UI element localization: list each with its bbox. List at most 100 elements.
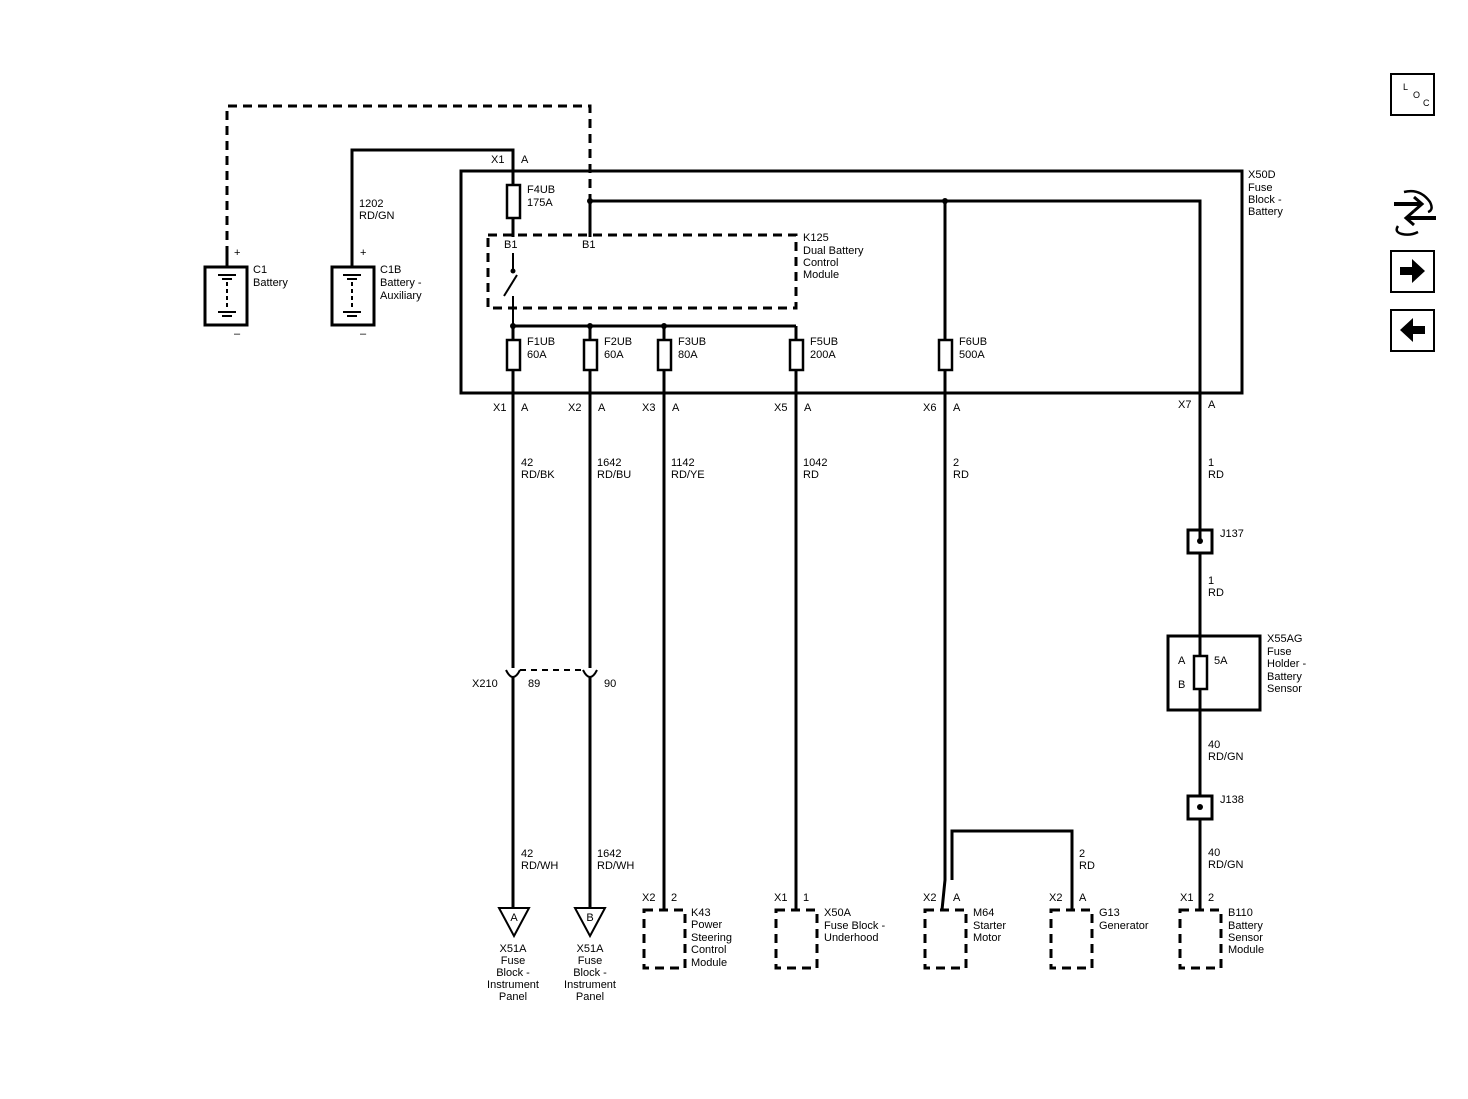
k43-label-2: Steering bbox=[691, 932, 732, 944]
component-m64: X2 A M64 Starter Motor bbox=[923, 892, 1006, 970]
battery-c1b: + – C1B Battery - Auxiliary 1202 RD/GN bbox=[330, 148, 515, 340]
x55ag-id: X55AG bbox=[1267, 633, 1302, 645]
fuse-f6ub-id: F6UB bbox=[959, 336, 987, 348]
fuse-f5ub-rating: 200A bbox=[810, 349, 836, 361]
module-k125 bbox=[486, 233, 798, 310]
k125-pin-2: B1 bbox=[582, 239, 595, 251]
j137-circuit: 1 bbox=[1208, 575, 1214, 587]
x51a-b-label-1: Fuse bbox=[578, 955, 602, 967]
b110-label-2: Sensor bbox=[1228, 932, 1263, 944]
x51a-a-label-2: Block - bbox=[496, 967, 530, 979]
x51a-a-id: X51A bbox=[500, 943, 528, 955]
out-x2-conn: X2 bbox=[568, 402, 581, 414]
b110-id: B110 bbox=[1228, 907, 1253, 919]
k125-label-3: Module bbox=[803, 269, 839, 281]
fuse-f6ub-rating: 500A bbox=[959, 349, 985, 361]
component-b110: X1 2 B110 Battery Sensor Module bbox=[1178, 892, 1264, 970]
fuse-f4ub bbox=[505, 183, 522, 220]
x51a-b-label-3: Instrument bbox=[564, 979, 616, 991]
wire-1-circuit: 1 bbox=[1208, 457, 1214, 469]
x210-id: X210 bbox=[472, 678, 498, 690]
k43-id: K43 bbox=[691, 907, 711, 919]
wire-1642-color: RD/BU bbox=[597, 469, 631, 481]
x50a-pin: 1 bbox=[803, 892, 809, 904]
component-x51a-a: A X51A Fuse Block - Instrument Panel bbox=[487, 907, 539, 1003]
x50a-id: X50A bbox=[824, 907, 852, 919]
x51a-b-id: X51A bbox=[577, 943, 605, 955]
x50a-conn: X1 bbox=[774, 892, 787, 904]
wire-1142-circuit: 1142 bbox=[671, 457, 695, 469]
b110-label-3: Module bbox=[1228, 944, 1264, 956]
battery-c1-label: Battery bbox=[253, 277, 288, 289]
x55ag-label-3: Battery bbox=[1267, 671, 1302, 683]
output-wires: X1 A X2 A X3 A X5 A X6 A X7 A 42 RD/BK 1… bbox=[493, 370, 1224, 911]
wire-42-color: RD/BK bbox=[521, 469, 555, 481]
fuse-block-label-3: Battery bbox=[1248, 206, 1283, 218]
fuse-f3ub-id: F3UB bbox=[678, 336, 706, 348]
j138-circuit: 40 bbox=[1208, 847, 1220, 859]
out-x2-pin: A bbox=[598, 402, 606, 414]
loc-letter-c: C bbox=[1423, 98, 1430, 108]
previous-page-button[interactable] bbox=[1390, 309, 1435, 352]
k125-label-1: Dual Battery bbox=[803, 245, 864, 257]
out-x7-pin: A bbox=[1208, 399, 1216, 411]
fuse-f4ub-id: F4UB bbox=[527, 184, 555, 196]
fuse-block-id: X50D bbox=[1248, 169, 1276, 181]
wire-42-circuit: 42 bbox=[521, 457, 533, 469]
x51a-a-label-1: Fuse bbox=[501, 955, 525, 967]
fuse-block-label-2: Block - bbox=[1248, 194, 1282, 206]
b110-label-1: Battery bbox=[1228, 920, 1263, 932]
k125-id: K125 bbox=[803, 232, 829, 244]
j137-color: RD bbox=[1208, 587, 1224, 599]
g13-label-1: Generator bbox=[1099, 920, 1149, 932]
component-k43: X2 2 K43 Power Steering Control Module bbox=[642, 892, 732, 970]
fuse-f1ub-id: F1UB bbox=[527, 336, 555, 348]
fuse-f5ub-id: F5UB bbox=[810, 336, 838, 348]
j138-color: RD/GN bbox=[1208, 859, 1244, 871]
k43-label-4: Module bbox=[691, 957, 727, 969]
x210-pin-89: 89 bbox=[528, 678, 540, 690]
wire-1042-color: RD bbox=[803, 469, 819, 481]
wire-42-lower-circuit: 42 bbox=[521, 848, 533, 860]
wire-1642-lower-circuit: 1642 bbox=[597, 848, 621, 860]
generator-wire-color: RD bbox=[1079, 860, 1095, 872]
out-x7-conn: X7 bbox=[1178, 399, 1191, 411]
out-x5-pin: A bbox=[804, 402, 812, 414]
component-x51a-b: B X51A Fuse Block - Instrument Panel bbox=[564, 907, 616, 1003]
fuse-holder-x55ag bbox=[1166, 634, 1262, 712]
component-x50a: X1 1 X50A Fuse Block - Underhood bbox=[774, 892, 885, 970]
location-button[interactable]: L O C bbox=[1390, 73, 1435, 116]
k43-pin: 2 bbox=[671, 892, 677, 904]
wire-1-color: RD bbox=[1208, 469, 1224, 481]
battery-c1-minus: – bbox=[234, 328, 241, 340]
k43-label-1: Power bbox=[691, 919, 723, 931]
battery-c1: + – C1 Battery bbox=[203, 104, 592, 340]
m64-label-1: Starter bbox=[973, 920, 1006, 932]
next-page-button[interactable] bbox=[1390, 250, 1435, 293]
battery-sensor-branch: J137 1 RD 5A A B X55AG Fuse Holder - Bat… bbox=[1079, 528, 1306, 910]
battery-c1b-label-1: Battery - bbox=[380, 277, 422, 289]
inline-connector-x210: X210 89 90 42 RD/WH 1642 RD/WH bbox=[472, 662, 634, 908]
x51a-a-label-4: Panel bbox=[499, 991, 527, 1003]
aux-wire-circuit: 1202 bbox=[359, 198, 383, 210]
fuse-f3ub-rating: 80A bbox=[678, 349, 698, 361]
m64-label-2: Motor bbox=[973, 932, 1001, 944]
x51a-b-label-4: Panel bbox=[576, 991, 604, 1003]
g13-pin: A bbox=[1079, 892, 1087, 904]
b110-conn: X1 bbox=[1180, 892, 1193, 904]
g13-id: G13 bbox=[1099, 907, 1120, 919]
m64-id: M64 bbox=[973, 907, 994, 919]
wire-1042-circuit: 1042 bbox=[803, 457, 827, 469]
wire-42-lower-color: RD/WH bbox=[521, 860, 558, 872]
wire-1642-lower-color: RD/WH bbox=[597, 860, 634, 872]
x51a-b-ref: B bbox=[586, 912, 593, 924]
out-x3-conn: X3 bbox=[642, 402, 655, 414]
wire-1642-circuit: 1642 bbox=[597, 457, 621, 469]
swap-arrows-icon[interactable] bbox=[1390, 186, 1440, 238]
k43-conn: X2 bbox=[642, 892, 655, 904]
battery-c1b-label-2: Auxiliary bbox=[380, 290, 422, 302]
x55ag-label-4: Sensor bbox=[1267, 683, 1302, 695]
wire-40-color: RD/GN bbox=[1208, 751, 1244, 763]
battery-c1b-plus: + bbox=[360, 247, 366, 259]
